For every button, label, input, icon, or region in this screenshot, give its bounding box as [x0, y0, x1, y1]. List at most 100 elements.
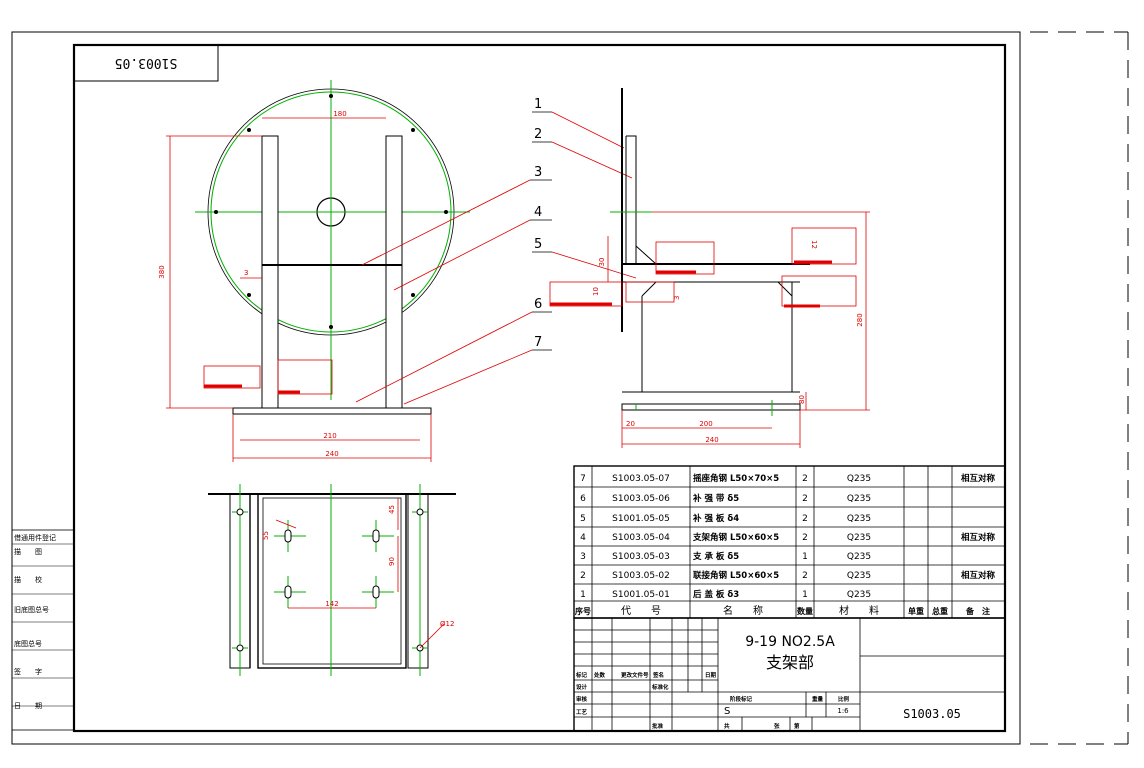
mirrored-number-box — [73, 44, 219, 82]
row2-note: 相互对称 — [961, 570, 996, 581]
part-label-5: 5 — [534, 237, 542, 252]
dim-front-gap: 3 — [244, 269, 248, 277]
strip-label-sign: 签 字 — [14, 667, 42, 676]
row7-code: S1003.05-07 — [612, 474, 670, 484]
row1-material: Q235 — [847, 590, 871, 600]
row7-no: 7 — [580, 474, 586, 484]
row3-name: 支 承 板 δ5 — [692, 551, 739, 562]
row4-no: 4 — [580, 533, 586, 543]
dashed-margin — [1030, 31, 1129, 745]
dim-side-small-1: 30 — [598, 258, 606, 267]
tb-mark: 标记 — [575, 671, 588, 679]
part-label-group: 1 2 3 4 5 6 7 — [534, 97, 542, 350]
header-name: 名 称 — [723, 604, 763, 617]
part-leaders — [355, 111, 637, 405]
header-qty: 数量 — [797, 606, 813, 616]
row5-material: Q235 — [847, 514, 871, 524]
tb-zone: 更改文件号 — [621, 671, 649, 679]
tb-weight: 重量 — [812, 695, 824, 703]
row5-code: S1001.05-05 — [612, 514, 670, 524]
row4-name: 支架角钢 L50×60×5 — [692, 532, 779, 543]
row4-material: Q235 — [847, 533, 871, 543]
parts-list: 7 S1003.05-07 摇座角钢 L50×70×5 2 Q235 相互对称 … — [573, 465, 1006, 619]
header-total-weight: 总重 — [932, 606, 948, 616]
row5-qty: 2 — [802, 514, 808, 524]
dim-front-inner: 210 — [323, 432, 336, 440]
tb-sheet: 张 — [774, 722, 780, 730]
row3-code: S1003.05-03 — [612, 552, 670, 562]
tb-total: 共 — [724, 722, 730, 730]
tb-count: 处数 — [593, 671, 606, 679]
dim-front-height: 380 — [158, 265, 166, 278]
dim-plan-hole: Ø12 — [440, 620, 454, 628]
row2-qty: 2 — [802, 571, 808, 581]
dim-side-height: 280 — [856, 313, 864, 326]
tb-approve: 批准 — [652, 722, 664, 730]
drawing-title-line1: 9-19 NO2.5A — [745, 634, 835, 650]
strip-label-old-base: 旧底图总号 — [14, 605, 49, 614]
dim-side-box-1: 12 — [810, 240, 818, 249]
dim-plan-left: 55 — [262, 531, 270, 540]
part-label-1: 1 — [534, 97, 542, 112]
row2-code: S1003.05-02 — [612, 571, 670, 581]
outer-frame — [11, 31, 1021, 745]
row2-name: 联接角钢 L50×60×5 — [693, 570, 779, 581]
side-view: 30 10 3 12 280 80 20 200 240 — [549, 88, 870, 448]
part-label-7: 7 — [534, 335, 542, 350]
tb-std: 标准化 — [651, 683, 669, 691]
strip-label-base: 底图总号 — [14, 639, 42, 648]
row1-no: 1 — [580, 590, 586, 600]
row4-note: 相互对称 — [961, 532, 996, 543]
drawing-title-line2: 支架部 — [766, 653, 814, 672]
part-label-6: 6 — [534, 297, 542, 312]
row6-name: 补 强 带 δ5 — [692, 493, 739, 504]
row3-qty: 1 — [802, 552, 808, 562]
row1-name: 后 盖 板 δ3 — [693, 589, 739, 600]
row5-name: 补 强 板 δ4 — [692, 513, 739, 524]
tb-scale: 1:6 — [837, 707, 849, 715]
dim-plan-width: 142 — [325, 600, 338, 608]
row1-code: S1001.05-01 — [612, 590, 670, 600]
drawing-border — [72, 43, 1007, 733]
plan-view: 142 90 45 55 Ø12 — [208, 484, 456, 676]
dim-side-base: 240 — [705, 436, 718, 444]
strip-label-trace: 描 图 — [14, 547, 42, 556]
tb-sign: 签名 — [652, 671, 664, 679]
tb-drawing-number: S1003.05 — [903, 707, 961, 721]
header-note: 备 注 — [965, 606, 990, 616]
row7-material: Q235 — [847, 474, 871, 484]
tb-check: 审核 — [576, 695, 588, 703]
dim-side-foot: 80 — [798, 395, 806, 404]
row1-qty: 1 — [802, 590, 808, 600]
row6-material: Q235 — [847, 494, 871, 504]
tb-stage: 阶段标记 — [730, 695, 753, 703]
header-no: 序号 — [575, 606, 591, 616]
row4-qty: 2 — [802, 533, 808, 543]
dim-front-top: 180 — [333, 110, 346, 118]
dim-side-small-3: 3 — [673, 296, 681, 300]
tb-date: 日期 — [705, 671, 717, 679]
dim-plan-top: 45 — [388, 505, 396, 514]
part-label-2: 2 — [534, 127, 542, 142]
part-label-4: 4 — [534, 205, 542, 220]
dim-side-small-2: 10 — [592, 287, 600, 296]
row6-code: S1003.05-06 — [612, 494, 670, 504]
header-material: 材 料 — [839, 604, 879, 617]
row7-qty: 2 — [802, 474, 808, 484]
part-label-3: 3 — [534, 165, 542, 180]
dim-side-inner: 200 — [699, 420, 712, 428]
mirrored-drawing-number: S1003.05 — [115, 55, 178, 70]
tb-craft: 工艺 — [576, 708, 588, 716]
row6-qty: 2 — [802, 494, 808, 504]
row2-no: 2 — [580, 571, 586, 581]
left-strip: 借通用件登记 描 图 描 校 旧底图总号 底图总号 签 字 日 期 — [11, 529, 75, 731]
title-block: 标记 处数 更改文件号 签名 日期 设计 标准化 审核 工艺 批准 阶段标记 重… — [573, 617, 1006, 732]
row7-note: 相互对称 — [961, 473, 996, 484]
dim-plan-height: 90 — [388, 557, 396, 566]
tb-stage-mark: S — [724, 706, 730, 717]
row6-no: 6 — [580, 494, 586, 504]
front-view: 180 380 3 210 240 — [158, 80, 470, 462]
dim-front-base: 240 — [325, 450, 338, 458]
row7-name: 摇座角钢 L50×70×5 — [693, 473, 779, 484]
